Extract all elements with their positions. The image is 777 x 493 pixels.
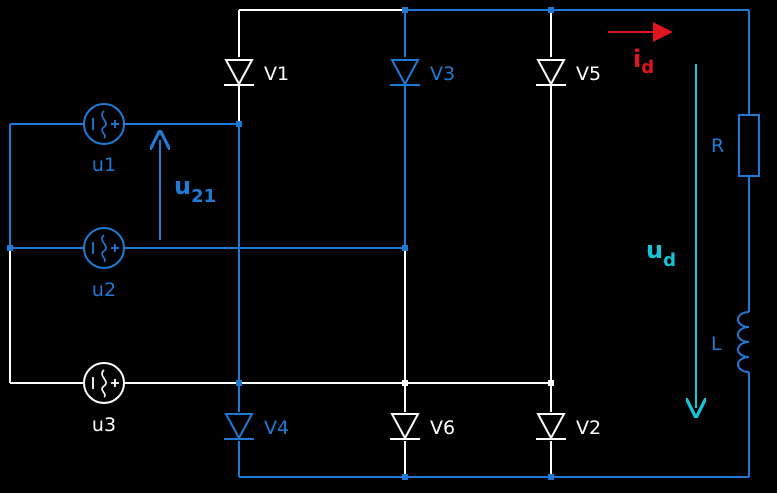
junction-dot xyxy=(236,380,242,386)
line-voltage-label: u21 xyxy=(174,172,216,207)
thyristor-label-v5: V5 xyxy=(576,63,601,85)
thyristor-label-v4: V4 xyxy=(264,417,289,439)
thyristor-v2 xyxy=(536,413,566,441)
resistor-r xyxy=(738,114,760,177)
ac-source-u3 xyxy=(83,362,125,404)
inductor-l xyxy=(737,311,750,373)
source-label-u2: u2 xyxy=(92,279,116,301)
junction-dot xyxy=(548,474,554,480)
thyristor-v5 xyxy=(536,59,566,87)
thyristor-label-v2: V2 xyxy=(576,417,601,439)
ac-source-u1 xyxy=(83,103,125,145)
junction-dot xyxy=(402,7,408,13)
thyristor-label-v3: V3 xyxy=(430,63,455,85)
junction-dot xyxy=(402,474,408,480)
thyristor-v6 xyxy=(390,413,420,441)
wires-active xyxy=(9,9,750,478)
output-current-label: id xyxy=(633,45,654,78)
output-voltage-label: ud xyxy=(646,236,676,271)
thyristor-v3 xyxy=(390,59,420,87)
source-label-u1: u1 xyxy=(92,154,116,176)
junction-dot xyxy=(402,380,408,386)
junction-dot xyxy=(548,7,554,13)
junction-dot xyxy=(402,245,408,251)
wires-inactive xyxy=(9,9,552,477)
source-label-u3: u3 xyxy=(92,414,116,436)
junction-dot xyxy=(548,380,554,386)
thyristor-v4 xyxy=(224,413,254,441)
ac-source-u2 xyxy=(83,227,125,269)
thyristor-label-v6: V6 xyxy=(430,417,455,439)
inductor-label: L xyxy=(711,333,722,355)
thyristor-v1 xyxy=(224,59,254,87)
resistor-label: R xyxy=(711,135,724,157)
junction-dot xyxy=(7,245,13,251)
thyristor-label-v1: V1 xyxy=(264,63,289,85)
junction-dot xyxy=(236,121,242,127)
junctions xyxy=(7,7,554,480)
